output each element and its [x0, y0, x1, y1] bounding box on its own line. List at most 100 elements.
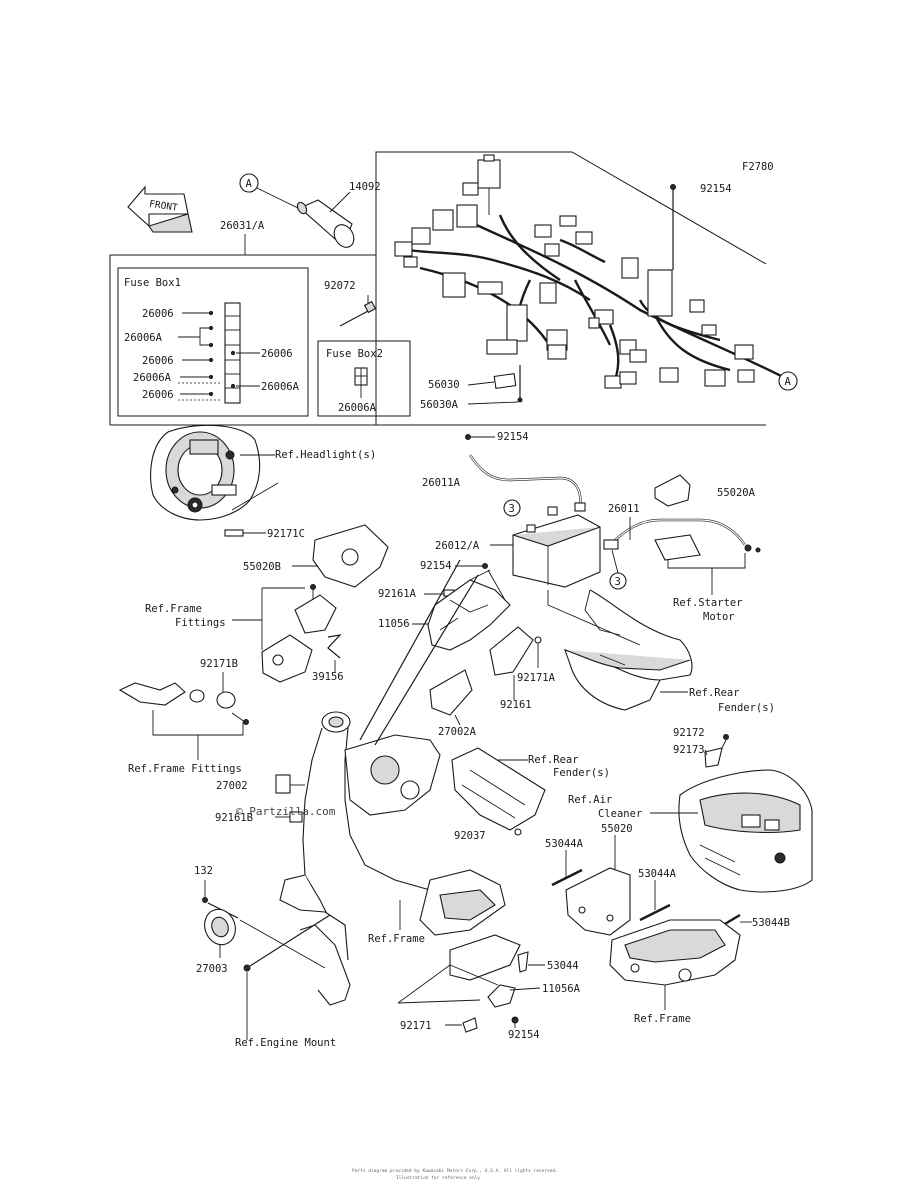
headlight-assembly [150, 424, 261, 521]
callout-3-lower: 3 [609, 549, 627, 590]
section-frame-lines [109, 151, 767, 426]
label-11056a: 11056A [542, 983, 581, 995]
svg-text:A: A [246, 178, 253, 190]
label-ref-engine-mount: Ref.Engine Mount [235, 1037, 336, 1049]
part-92172-92173-fitting [704, 734, 729, 768]
label-92171c: 92171C [267, 528, 305, 540]
figure-code: F2780 [742, 161, 774, 173]
label-27002a: 27002A [438, 726, 477, 738]
engine-mount-bolts [239, 914, 331, 1040]
part-55020-plate [565, 835, 631, 936]
label-26006a-1: 26006A [124, 332, 163, 344]
label-26006a-fb2: 26006A [338, 402, 377, 414]
part-56030-labels-tag [467, 365, 523, 405]
callout-3-upper: 3 [503, 499, 521, 517]
label-26006-2: 26006 [261, 348, 293, 360]
fuse-box-2-panel: Fuse Box2 [317, 340, 411, 417]
label-92161a: 92161A [378, 588, 417, 600]
part-26031-wiring-harness [394, 154, 786, 389]
label-55020a: 55020A [717, 487, 756, 499]
part-11056-bracket [427, 579, 511, 651]
part-53044a-strap-left [551, 850, 583, 887]
label-92154-top: 92154 [700, 183, 732, 195]
label-92154-b: 92154 [420, 560, 452, 572]
label-ref-rear-fender-1a: Ref.Rear [689, 687, 740, 699]
fuse-box-1-panel: Fuse Box1 [117, 267, 309, 417]
label-56030: 56030 [428, 379, 460, 391]
front-arrow-text: FRONT [148, 199, 178, 214]
part-92161b-damper [275, 811, 303, 823]
label-27003: 27003 [196, 963, 228, 975]
label-26011a: 26011A [422, 477, 461, 489]
label-92161b: 92161B [215, 812, 253, 824]
label-92072: 92072 [324, 280, 356, 292]
label-92171: 92171 [400, 1020, 432, 1032]
label-92154-mid: 92154 [497, 431, 529, 443]
label-53044a-1: 53044A [545, 838, 584, 850]
fuse-box-2-title: Fuse Box2 [326, 348, 383, 360]
label-ref-starter-a: Ref.Starter [673, 597, 743, 609]
callout-a-right: A [778, 371, 798, 391]
label-ref-rear-fender-2a: Ref.Rear [528, 754, 579, 766]
label-ref-headlight: Ref.Headlight(s) [275, 449, 376, 461]
label-ref-frame-1: Ref.Frame [368, 933, 425, 945]
rear-fender-upper [564, 589, 693, 711]
frame-fittings-upper [232, 584, 337, 683]
label-26006a-2: 26006A [133, 372, 172, 384]
label-ref-starter-b: Motor [703, 611, 735, 623]
callout-a-top: A [239, 173, 303, 211]
part-55020b-cover [292, 524, 389, 588]
part-26011a-battery-cable [469, 454, 586, 512]
part-26011-starter-cable [603, 518, 761, 595]
rear-frame-section [609, 919, 741, 1010]
label-53044a-2: 53044A [638, 868, 677, 880]
label-92173: 92173 [673, 744, 705, 756]
part-92154-bolt-top [670, 184, 676, 270]
part-92154-bolt-mid [465, 434, 495, 440]
label-26006-1: 26006 [142, 308, 174, 320]
footer-copyright: Parts diagram provided by Kawasaki Motor… [352, 1168, 558, 1174]
part-92072-cable-tie [339, 295, 377, 327]
label-92171a: 92171A [517, 672, 556, 684]
label-ref-air-cleaner-b: Cleaner [598, 808, 642, 820]
label-92154-bot: 92154 [508, 1029, 540, 1041]
label-92037: 92037 [454, 830, 486, 842]
label-ref-frame-fittings-2: Ref.Frame Fittings [128, 763, 242, 775]
label-92171b: 92171B [200, 658, 238, 670]
label-ref-frame-2: Ref.Frame [634, 1013, 691, 1025]
svg-text:A: A [785, 376, 792, 388]
main-frame [279, 559, 521, 1006]
front-arrow-icon: FRONT [127, 185, 193, 233]
label-53044b: 53044B [752, 917, 790, 929]
label-ref-air-cleaner-a: Ref.Air [568, 794, 612, 806]
label-27002: 27002 [216, 780, 248, 792]
part-27002-relay [275, 774, 305, 794]
part-26012a-battery [512, 506, 601, 588]
part-92171-clamp [445, 1017, 478, 1033]
label-ref-rear-fender-1b: Fender(s) [718, 702, 775, 714]
rear-fender-lower [451, 747, 546, 836]
part-92154-bolt-bottom [511, 1016, 519, 1028]
label-ref-frame-fittings-1a: Ref.Frame [145, 603, 202, 615]
part-14092-cap [296, 191, 355, 248]
part-92161-damper [489, 626, 534, 676]
air-cleaner-housing [678, 769, 813, 893]
label-11056: 11056 [378, 618, 410, 630]
label-39156: 39156 [312, 671, 344, 683]
part-27002a-relay [429, 669, 473, 716]
watermark: © Partzilla.com [236, 805, 336, 818]
label-26012a: 26012/A [435, 540, 480, 552]
label-56030a: 56030A [420, 399, 459, 411]
label-55020: 55020 [601, 823, 633, 835]
label-ref-rear-fender-2b: Fender(s) [553, 767, 610, 779]
svg-text:3: 3 [509, 503, 515, 515]
label-ref-frame-fittings-1b: Fittings [175, 617, 226, 629]
footer-note: Illustration for reference only [396, 1175, 480, 1181]
part-53044-clamp [517, 951, 545, 973]
label-55020b: 55020B [243, 561, 281, 573]
label-14092: 14092 [349, 181, 381, 193]
fuse-box-1-title: Fuse Box1 [124, 277, 181, 289]
part-55020a-bracket [654, 474, 691, 507]
label-26006a-3: 26006A [261, 381, 300, 393]
